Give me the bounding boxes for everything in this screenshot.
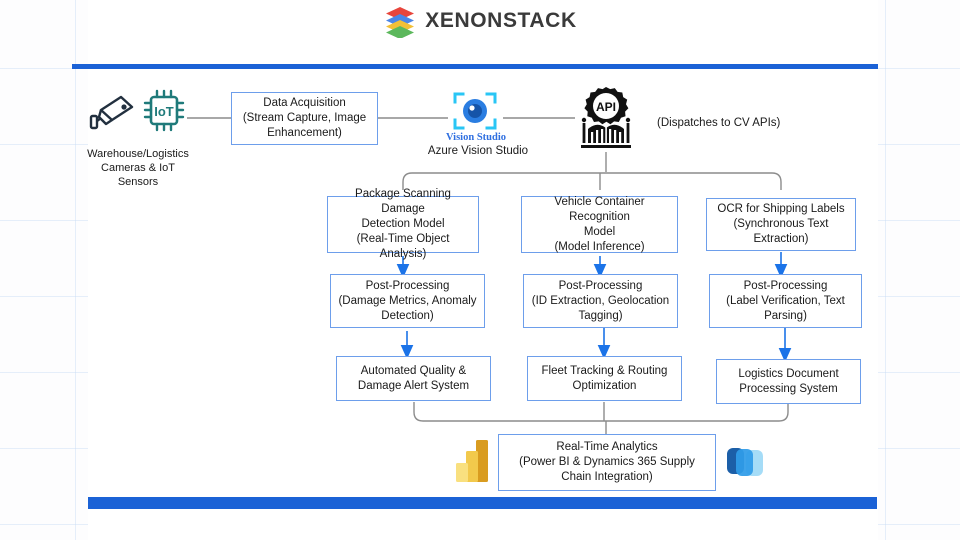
node-fleet-tracking[interactable]: Fleet Tracking & Routing Optimization [527, 356, 682, 401]
node-post-label-verification[interactable]: Post-Processing (Label Verification, Tex… [709, 274, 862, 328]
cctv-camera-icon [88, 88, 136, 133]
iot-chip-icon: IoT [142, 88, 186, 133]
node-vehicle-container[interactable]: Vehicle Container Recognition Model (Mod… [521, 196, 678, 253]
node-ocr-shipping-label: OCR for Shipping Labels (Synchronous Tex… [717, 203, 845, 245]
brand-name: XENONSTACK [425, 9, 577, 32]
top-accent-bar [72, 64, 878, 69]
svg-text:API: API [596, 100, 616, 114]
node-package-scanning[interactable]: Package Scanning Damage Detection Model … [327, 188, 479, 260]
node-real-time-analytics-label: Real-Time Analytics (Power BI & Dynamics… [519, 441, 695, 483]
node-fleet-tracking-label: Fleet Tracking & Routing Optimization [541, 364, 668, 392]
node-real-time-analytics[interactable]: Real-Time Analytics (Power BI & Dynamics… [498, 434, 716, 491]
node-vehicle-container-label: Vehicle Container Recognition Model (Mod… [554, 195, 645, 253]
node-quality-alert-label: Automated Quality & Damage Alert System [357, 364, 470, 392]
node-ocr-shipping[interactable]: OCR for Shipping Labels (Synchronous Tex… [706, 198, 856, 251]
power-bi-icon [454, 437, 490, 485]
node-logistics-doc[interactable]: Logistics Document Processing System [716, 359, 861, 404]
node-post-damage-metrics[interactable]: Post-Processing (Damage Metrics, Anomaly… [330, 274, 485, 328]
dynamics-365-icon [726, 443, 766, 481]
node-post-label-verification-label: Post-Processing (Label Verification, Tex… [726, 279, 845, 322]
node-logistics-doc-label: Logistics Document Processing System [738, 367, 839, 395]
brand-header: XENONSTACK [0, 4, 960, 39]
node-package-scanning-label: Package Scanning Damage Detection Model … [355, 188, 451, 260]
api-dispatch-note: (Dispatches to CV APIs) [657, 117, 781, 129]
vision-studio-lens-icon [452, 90, 498, 132]
node-post-id-extraction[interactable]: Post-Processing (ID Extraction, Geolocat… [523, 274, 678, 328]
node-data-acquisition-label: Data Acquisition (Stream Capture, Image … [242, 97, 367, 139]
vision-studio-brand-label: Vision Studio [445, 132, 506, 143]
node-quality-alert[interactable]: Automated Quality & Damage Alert System [336, 356, 491, 401]
stacked-layers-icon [383, 4, 417, 39]
node-data-acquisition[interactable]: Data Acquisition (Stream Capture, Image … [231, 92, 378, 145]
api-gateway-icon: API [575, 85, 637, 153]
svg-text:IoT: IoT [154, 104, 174, 119]
node-post-damage-metrics-label: Post-Processing (Damage Metrics, Anomaly… [338, 279, 477, 322]
node-post-id-extraction-label: Post-Processing (ID Extraction, Geolocat… [531, 279, 670, 322]
bottom-accent-bar [88, 497, 877, 509]
source-label: Warehouse/Logistics Cameras & IoT Sensor… [87, 148, 189, 188]
vision-studio-sub-label: Azure Vision Studio [427, 145, 529, 157]
